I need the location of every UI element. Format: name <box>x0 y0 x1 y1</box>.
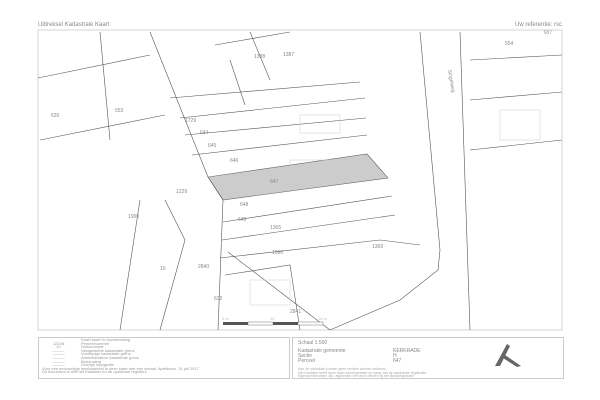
legend-text: Perceelnummer <box>81 340 110 346</box>
legend-symbol: 12248 <box>52 340 65 346</box>
label-sectie: Sectie <box>298 353 312 359</box>
legend-text: Overige topografie <box>81 362 114 368</box>
legend-symbol: 10 <box>56 344 61 350</box>
parcel-label: 1365 <box>270 225 281 231</box>
legend-row: ——— Voorlopige kadastrale grens <box>39 352 289 356</box>
parcel-label: 1369 <box>372 244 383 250</box>
legend-row: 12248 Perceelnummer <box>39 340 289 346</box>
value-gemeente: KERKRADE <box>393 348 421 354</box>
legend-text: Kaart kaart in voorbereiding <box>81 337 131 342</box>
legend-row: ——— Bebouwing <box>39 358 289 364</box>
legend-row: 10 Huisnummer <box>39 345 289 349</box>
street-name: Singelweg <box>446 69 456 93</box>
parcel-label: 644 <box>200 130 209 136</box>
parcel-label: 1387 <box>283 52 294 58</box>
note-line: Het Kadaster heeft deze kaart samengeste… <box>298 370 427 375</box>
scale-text: Schaal 1:500 <box>298 340 328 346</box>
document-title: Uittreksel Kadastrale Kaart <box>38 22 110 28</box>
parcel-label: 645 <box>208 143 217 149</box>
kadaster-logo-icon <box>495 344 521 367</box>
value-perceel: 647 <box>393 358 402 364</box>
legend-footer-2: Dit document is met het Kadaster en de o… <box>42 369 147 375</box>
info-box: Schaal 1:500 Kadastrale gemeente KERKRAD… <box>292 337 564 379</box>
legend-row: ——— Vastgestelde kadastrale grens <box>39 347 289 353</box>
reference-parcel: 687 <box>543 30 552 36</box>
parcel-label: 2841 <box>290 309 301 315</box>
parcel-label: 620 <box>51 113 60 119</box>
legend: Kaart kaart in voorbereiding 12248 Perceel… <box>38 337 290 379</box>
scale-label: 0 m <box>222 316 229 321</box>
parcel-label: 632 <box>214 296 223 302</box>
parcel-label: 1900 <box>128 214 139 220</box>
scale-bar: 0 m 10 20 m <box>222 316 328 326</box>
note-line: Eigendomsrechten zijn, afgeleiden het re… <box>298 374 414 379</box>
parcel-label: 553 <box>115 108 124 114</box>
label-gemeente: Kadastrale gemeente <box>298 348 346 354</box>
legend-row: Kaart kaart in voorbereiding <box>39 338 289 342</box>
parcel-label: 2840 <box>198 264 209 270</box>
legend-text: Administratieve kadastrale grens <box>81 354 140 360</box>
parcel-label: 10 <box>160 266 166 272</box>
legend-symbol: ——— <box>52 354 65 360</box>
legend-symbol: ——— <box>52 351 65 357</box>
legend-text: Bebouwing <box>81 358 101 364</box>
legend-symbol: ——— <box>52 362 65 368</box>
scale-label: 10 <box>270 316 275 321</box>
legend-symbol: ——— <box>52 347 65 353</box>
legend-row: ——— Overige topografie <box>39 363 289 367</box>
value-sectie: H <box>393 353 397 359</box>
legend-text: Voorlopige kadastrale grens <box>81 351 131 357</box>
legend-footer-1: Voor een eenvoudige leesbaarheid is deze… <box>42 365 199 371</box>
note-line: Aan de uitdruksel kunnen geen rechten wo… <box>298 367 386 371</box>
parcel-label: 1388 <box>254 54 265 60</box>
parcel-label: 649 <box>238 217 247 223</box>
parcel-label: 1729 <box>185 118 196 124</box>
scale-label: 20 m <box>318 316 328 321</box>
legend-symbol: ——— <box>52 358 65 364</box>
parcel-label: 1229 <box>176 189 187 195</box>
parcel-boundaries <box>37 31 563 331</box>
parcel-label: 554 <box>505 41 514 47</box>
parcel-label: 648 <box>240 202 249 208</box>
parcel-label: 1060 <box>272 250 283 256</box>
label-perceel: Perceel <box>298 358 315 364</box>
legend-row: ——— Administratieve kadastrale grens <box>39 356 289 360</box>
legend-text: Vastgestelde kadastrale grens <box>81 347 135 353</box>
reference: Uw referentie: rsc <box>514 22 562 28</box>
parcel-label: 646 <box>230 158 239 164</box>
legend-text: Huisnummer <box>81 344 104 350</box>
parcel-label: 647 <box>270 179 279 185</box>
